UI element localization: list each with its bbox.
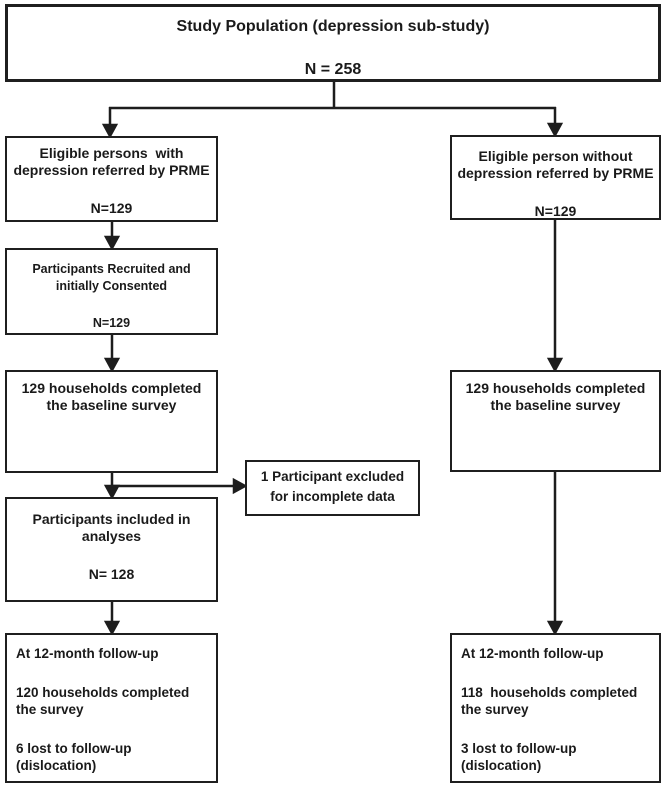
text-line: 118 households completed <box>461 685 638 700</box>
text-line: depression referred by PRME <box>13 162 210 178</box>
arrowhead-down-icon <box>103 357 121 373</box>
followup-left-box: At 12-month follow-up 120 households comp… <box>5 633 218 783</box>
text-line: 1 Participant excluded <box>260 469 405 484</box>
arrowhead-down-icon <box>546 357 564 373</box>
arrowhead-down-icon <box>103 235 121 251</box>
text-line: the survey <box>461 702 529 717</box>
text-line: for incomplete data <box>270 489 395 504</box>
arrowhead-right-icon <box>232 477 248 495</box>
text-line: 6 lost to follow-up <box>16 741 132 756</box>
text-line: 129 households completed <box>465 380 646 396</box>
text-line: N=129 <box>92 316 131 330</box>
text-line: 129 households completed <box>21 380 202 396</box>
text-line <box>7 295 216 315</box>
followup-right-box: At 12-month follow-up 118 households comp… <box>450 633 661 783</box>
text-line: the baseline survey <box>490 397 621 413</box>
text-line: (dislocation) <box>16 758 97 773</box>
text-line <box>7 179 216 200</box>
arrowhead-down-icon <box>546 620 564 636</box>
text-line <box>461 662 653 684</box>
text-line: Participants included in <box>32 511 191 527</box>
text-line: initially Consented <box>55 279 168 293</box>
text-line: N= 128 <box>88 566 135 582</box>
arrowhead-down-icon <box>101 123 119 139</box>
text-line: the baseline survey <box>46 397 177 413</box>
text-line: 3 lost to follow-up <box>461 741 577 756</box>
arrowhead-down-icon <box>103 620 121 636</box>
text-line: N=129 <box>90 200 133 216</box>
text-line <box>452 182 659 203</box>
text-line: (dislocation) <box>461 758 542 773</box>
study-population-box: Study Population (depression sub-study) N… <box>5 4 661 82</box>
text-line <box>16 662 210 684</box>
text-line: Eligible persons with <box>39 145 184 161</box>
text-line: Eligible person without <box>478 148 633 164</box>
text-line: At 12-month follow-up <box>461 646 604 661</box>
text-line <box>16 718 210 740</box>
text-line: 120 households completed <box>16 685 190 700</box>
text-line <box>461 718 653 740</box>
arrowhead-down-icon <box>103 484 121 500</box>
text-line: analyses <box>81 528 142 544</box>
text-line <box>7 545 216 566</box>
recruited-consented-box: Participants Recruited and initially Cons… <box>5 248 218 335</box>
text-line: Participants Recruited and <box>32 262 191 276</box>
text-line: At 12-month follow-up <box>16 646 159 661</box>
text-line: depression referred by PRME <box>457 165 654 181</box>
text-line <box>8 37 658 59</box>
text-line: N=129 <box>534 203 577 219</box>
participant-excluded-box: 1 Participant excluded for incomplete dat… <box>245 460 420 516</box>
text-line: the survey <box>16 702 84 717</box>
arrowhead-down-icon <box>546 122 564 138</box>
text-line: Study Population (depression sub-study) <box>176 18 490 35</box>
text-line: N = 258 <box>304 61 362 78</box>
